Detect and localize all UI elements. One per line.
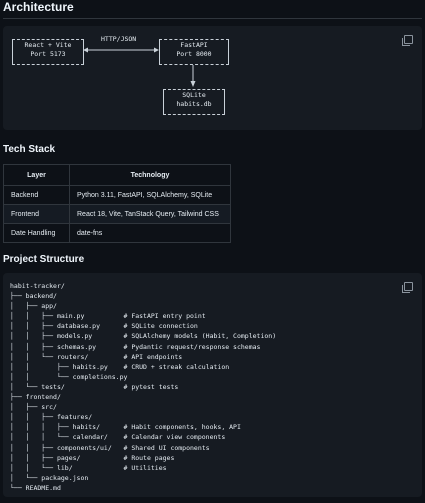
project-structure-code-block xyxy=(3,273,422,497)
tree-line: │ │ ├── main.py # FastAPI entry point xyxy=(10,312,206,321)
tree-line: │ │ ├── features/ xyxy=(10,413,93,422)
tree-line: │ │ │ ├── habits/ # Habit components, ho… xyxy=(10,423,241,432)
tree-line: │ │ ├── models.py # SQLAlchemy models (H… xyxy=(10,332,277,341)
copy-icon[interactable] xyxy=(402,35,413,46)
column-header-layer: Layer xyxy=(3,164,70,186)
react-box-port: Port 5173 xyxy=(30,50,66,58)
tree-line: │ │ ├── components/ui/ # Shared UI compo… xyxy=(10,443,210,452)
tree-line: │ │ └── routers/ # API endpoints xyxy=(10,352,183,361)
fastapi-box-title: FastAPI xyxy=(180,41,208,49)
tech-stack-table: Layer Technology Backend Python 3.11, Fa… xyxy=(3,164,231,243)
react-box: React + Vite Port 5173 xyxy=(12,39,84,65)
sqlite-box: SQLite habits.db xyxy=(163,89,225,115)
sqlite-box-file: habits.db xyxy=(176,100,212,108)
bidirectional-arrow xyxy=(83,47,159,53)
arrow-label: HTTP/JSON xyxy=(101,35,137,43)
tree-line: │ │ ├── pages/ # Route pages xyxy=(10,453,175,462)
table-cell-layer: Date Handling xyxy=(3,223,70,243)
table-row: Frontend React 18, Vite, TanStack Query,… xyxy=(3,204,231,224)
copy-icon[interactable] xyxy=(402,282,413,293)
tree-line: habit-tracker/ xyxy=(10,282,65,290)
architecture-diagram-block: React + Vite Port 5173 HTTP/JSON FastAPI… xyxy=(3,26,422,130)
table-cell-technology: Python 3.11, FastAPI, SQLAlchemy, SQLite xyxy=(69,185,231,205)
tree-line: │ │ └── lib/ # Utilities xyxy=(10,463,167,472)
directory-tree: habit-tracker/ ├── backend/ │ ├── app/ │… xyxy=(10,281,276,493)
sqlite-box-title: SQLite xyxy=(182,91,206,99)
tree-line: │ │ ├── schemas.py # Pydantic request/re… xyxy=(10,342,261,351)
tree-line: │ ├── src/ xyxy=(10,403,57,412)
tree-line: ├── backend/ xyxy=(10,292,57,301)
table-cell-layer: Frontend xyxy=(3,204,70,224)
down-connector xyxy=(190,65,196,87)
tree-line: ├── frontend/ xyxy=(10,393,61,402)
table-cell-layer: Backend xyxy=(3,185,70,205)
tree-line: │ ├── app/ xyxy=(10,302,57,311)
tree-line: │ │ └── completions.py xyxy=(10,372,128,381)
tree-line: │ └── tests/ # pytest tests xyxy=(10,382,179,391)
tech-stack-heading: Tech Stack xyxy=(3,144,56,155)
fastapi-box: FastAPI Port 8000 xyxy=(159,39,229,65)
tree-line: │ │ ├── habits.py # CRUD + streak calcul… xyxy=(10,362,230,371)
table-header-row: Layer Technology xyxy=(3,164,231,186)
tree-line: └── README.md xyxy=(10,483,61,492)
tree-line: │ │ ├── database.py # SQLite connection xyxy=(10,322,198,331)
heading-divider xyxy=(3,18,422,19)
project-structure-heading: Project Structure xyxy=(3,254,85,265)
tree-line: │ │ │ └── calendar/ # Calendar view comp… xyxy=(10,433,226,442)
table-row: Backend Python 3.11, FastAPI, SQLAlchemy… xyxy=(3,185,231,205)
table-row: Date Handling date-fns xyxy=(3,223,231,243)
react-box-title: React + Vite xyxy=(24,41,72,49)
column-header-technology: Technology xyxy=(69,164,231,186)
architecture-heading: Architecture xyxy=(3,0,74,14)
table-cell-technology: React 18, Vite, TanStack Query, Tailwind… xyxy=(69,204,231,224)
fastapi-box-port: Port 8000 xyxy=(176,50,212,58)
tree-line: │ └── package.json xyxy=(10,473,89,482)
table-cell-technology: date-fns xyxy=(69,223,231,243)
